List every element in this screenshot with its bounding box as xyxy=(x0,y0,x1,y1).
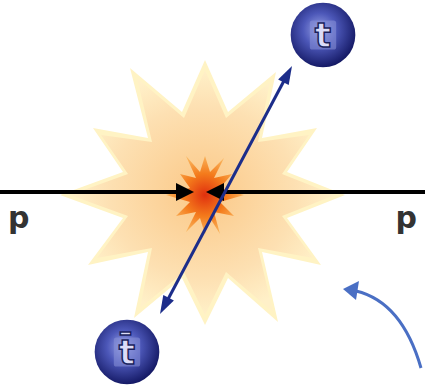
particle-circle xyxy=(291,3,356,68)
top-pair-arrowhead xyxy=(278,66,292,85)
top-pair-arrowhead xyxy=(160,295,174,314)
proton-beam xyxy=(220,190,425,194)
particle-node: t xyxy=(290,2,356,68)
beam-arrowhead xyxy=(176,183,194,201)
top-pair-arrow xyxy=(166,77,286,303)
particle-circle xyxy=(95,320,160,385)
particle-symbol: t xyxy=(290,2,356,68)
particle-symbol: t̄ xyxy=(94,319,160,385)
proton-beam xyxy=(0,190,180,194)
collision-core xyxy=(166,156,244,234)
pointer-arrowhead xyxy=(343,281,359,300)
particle-node: t̄ xyxy=(94,319,160,385)
proton-label: p xyxy=(396,203,417,233)
pointer-arrow xyxy=(356,291,421,368)
proton-label: p xyxy=(8,203,29,233)
